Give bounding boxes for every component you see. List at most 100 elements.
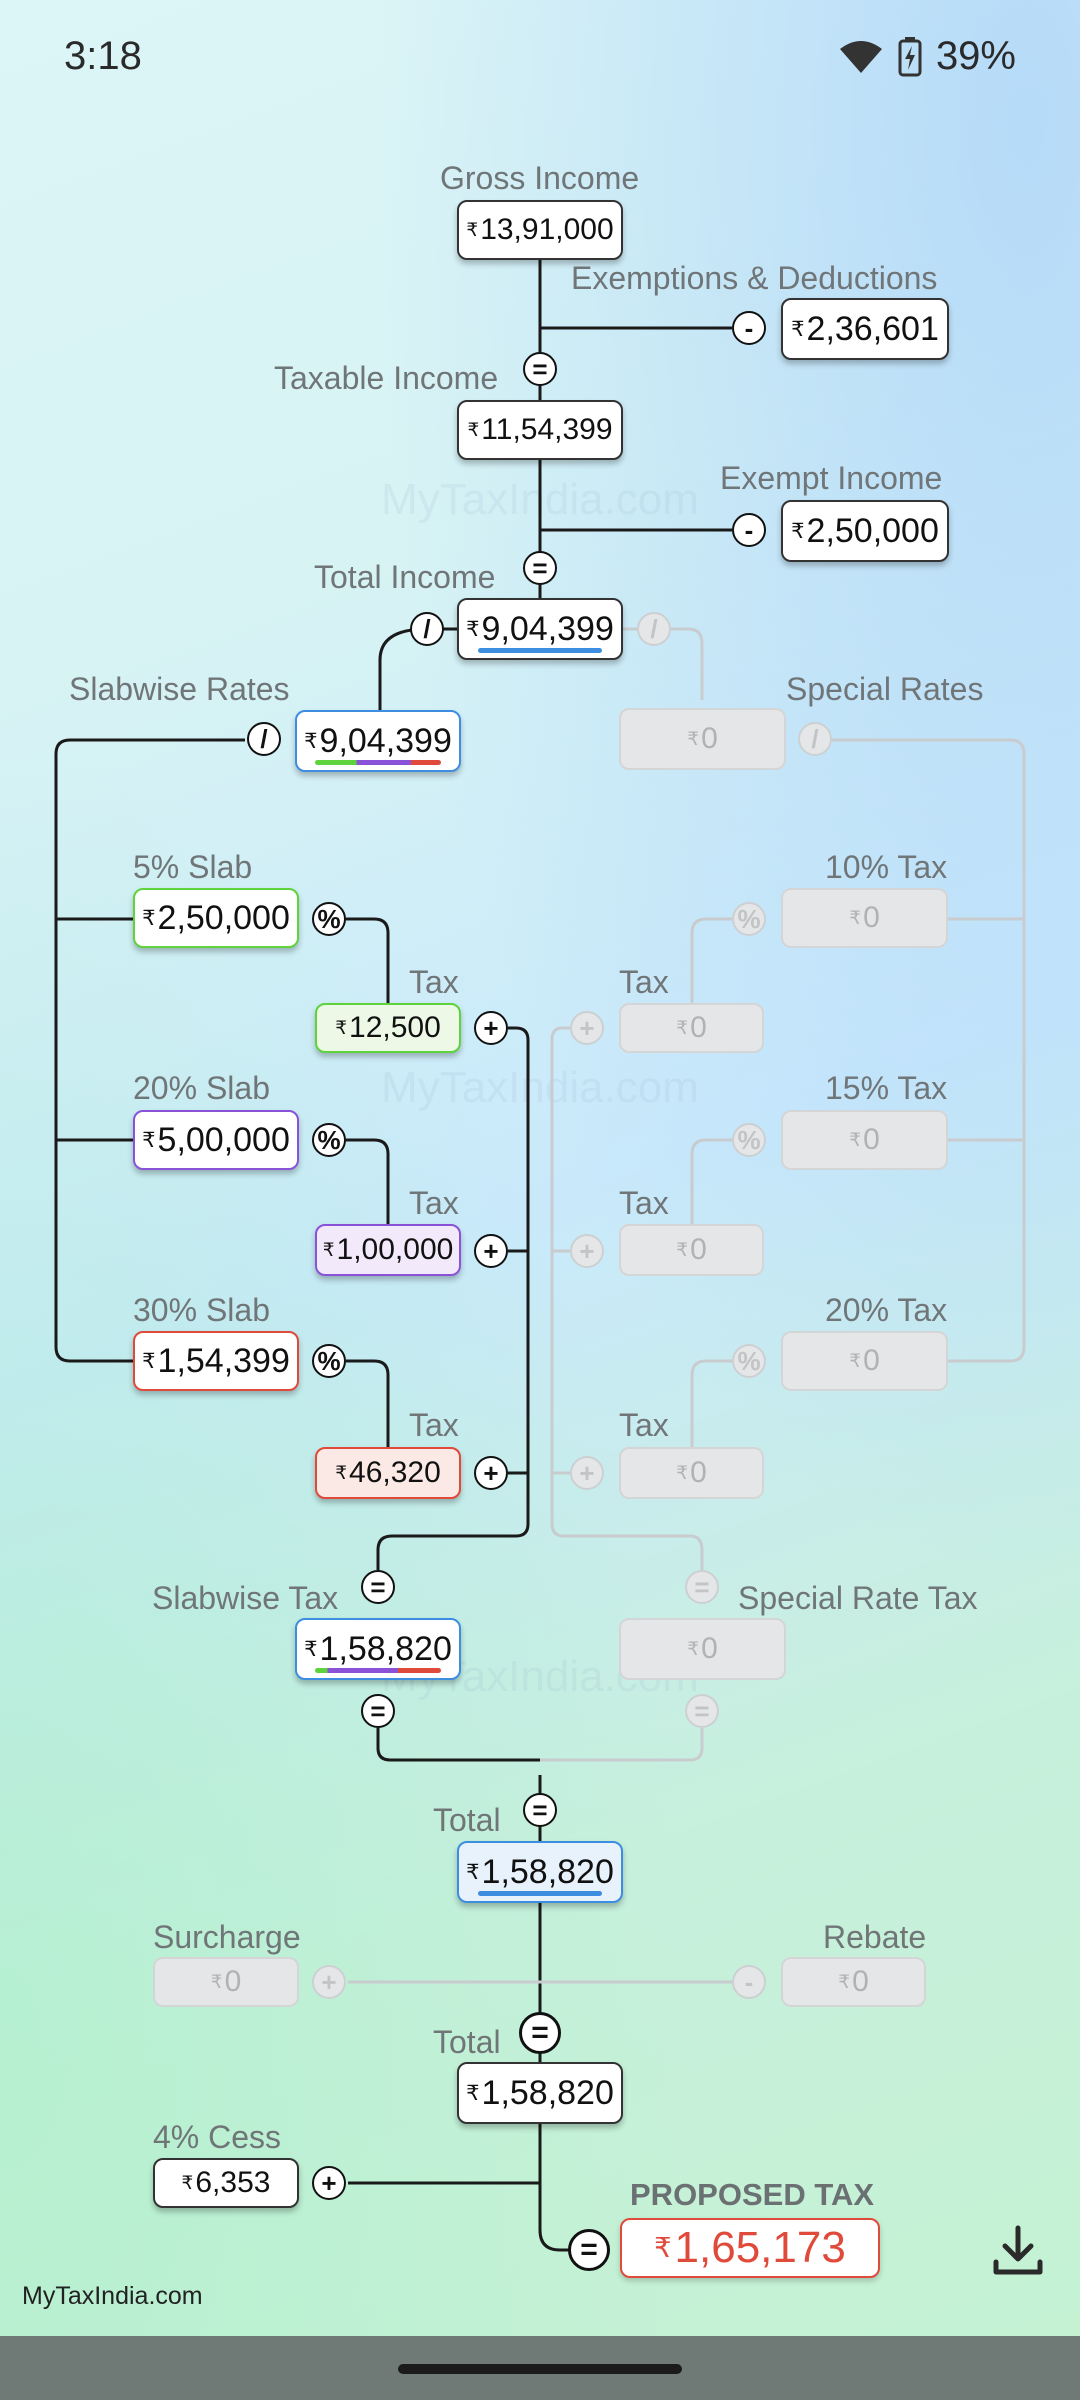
rupee-symbol: ₹: [687, 1638, 700, 1659]
special-rates-value: 0: [701, 722, 718, 755]
slab-20-box[interactable]: ₹5,00,000: [133, 1110, 299, 1170]
exemptions-value: 2,36,601: [806, 309, 939, 348]
rebate-box[interactable]: ₹0: [781, 1957, 926, 2007]
minus-operator[interactable]: -: [732, 311, 766, 345]
slab-20-value: 5,00,000: [157, 1120, 290, 1159]
slab-20-tax-label: Tax: [409, 1185, 459, 1221]
rupee-symbol: ₹: [181, 2172, 194, 2193]
exempt-income-box[interactable]: ₹2,50,000: [781, 500, 949, 562]
slab-5-tax-label: Tax: [409, 964, 459, 1000]
divide-operator[interactable]: /: [410, 612, 444, 646]
divide-operator[interactable]: /: [637, 612, 671, 646]
slabwise-rates-underline: [315, 760, 441, 765]
rupee-symbol: ₹: [676, 1462, 689, 1483]
special-15-value: 0: [863, 1123, 880, 1156]
proposed-tax-value: 1,65,173: [674, 2223, 846, 2272]
special-20-tax-value: 0: [690, 1456, 707, 1489]
battery-icon: [898, 36, 922, 76]
slab-30-tax-box[interactable]: ₹46,320: [315, 1447, 461, 1499]
rupee-symbol: ₹: [466, 219, 479, 240]
plus-operator[interactable]: +: [570, 1234, 604, 1268]
cess-box[interactable]: ₹6,353: [153, 2158, 299, 2208]
home-gesture-handle[interactable]: [398, 2364, 682, 2374]
percent-operator[interactable]: %: [732, 1344, 766, 1378]
equals-operator[interactable]: =: [685, 1694, 719, 1728]
special-15-tax-box[interactable]: ₹0: [619, 1224, 764, 1276]
rebate-label: Rebate: [823, 1919, 927, 1955]
rupee-symbol: ₹: [849, 907, 862, 928]
minus-operator[interactable]: -: [732, 513, 766, 547]
slab-30-box[interactable]: ₹1,54,399: [133, 1331, 299, 1391]
download-icon[interactable]: [990, 2222, 1046, 2278]
equals-operator[interactable]: =: [361, 1694, 395, 1728]
exemptions-box[interactable]: ₹2,36,601: [781, 298, 949, 360]
equals-operator[interactable]: =: [523, 551, 557, 585]
surcharge-box[interactable]: ₹0: [153, 1957, 299, 2007]
slabwise-tax-value: 1,58,820: [319, 1629, 452, 1668]
equals-operator[interactable]: =: [361, 1570, 395, 1604]
exempt-income-value: 2,50,000: [806, 511, 939, 550]
taxable-income-box[interactable]: ₹11,54,399: [457, 400, 623, 460]
total-final-box[interactable]: ₹1,58,820: [457, 2062, 623, 2124]
plus-operator[interactable]: +: [312, 2166, 346, 2200]
exemptions-label: Exemptions & Deductions: [571, 260, 938, 296]
special-rates-box[interactable]: ₹0: [619, 708, 786, 770]
special-10-tax-box[interactable]: ₹0: [619, 1003, 764, 1053]
rupee-symbol: ₹: [142, 907, 156, 930]
slab-5-label: 5% Slab: [133, 849, 253, 885]
equals-operator[interactable]: =: [519, 2012, 561, 2054]
equals-operator[interactable]: =: [685, 1570, 719, 1604]
slab-5-tax-box[interactable]: ₹12,500: [315, 1003, 461, 1053]
proposed-tax-box[interactable]: ₹1,65,173: [620, 2218, 880, 2278]
gross-income-value: 13,91,000: [480, 213, 614, 246]
special-20-box[interactable]: ₹0: [781, 1331, 948, 1391]
slab-30-tax-value: 46,320: [349, 1456, 441, 1489]
minus-operator[interactable]: -: [732, 1965, 766, 1999]
special-10-box[interactable]: ₹0: [781, 888, 948, 948]
rupee-symbol: ₹: [210, 1971, 223, 1992]
plus-operator[interactable]: +: [474, 1456, 508, 1490]
cess-value: 6,353: [195, 2166, 271, 2199]
rupee-symbol: ₹: [849, 1350, 862, 1371]
slabwise-rates-label: Slabwise Rates: [69, 671, 290, 707]
slab-20-tax-value: 1,00,000: [336, 1233, 454, 1266]
percent-operator[interactable]: %: [312, 1344, 346, 1378]
plus-operator[interactable]: +: [474, 1011, 508, 1045]
slab-20-tax-box[interactable]: ₹1,00,000: [315, 1224, 461, 1276]
special-15-box[interactable]: ₹0: [781, 1110, 948, 1170]
equals-operator[interactable]: =: [523, 1793, 557, 1827]
total-label: Total: [433, 1802, 501, 1838]
special-20-tax-box[interactable]: ₹0: [619, 1447, 764, 1499]
rupee-symbol: ₹: [466, 618, 480, 641]
percent-operator[interactable]: %: [732, 1123, 766, 1157]
equals-operator[interactable]: =: [523, 352, 557, 386]
special-rate-tax-label: Special Rate Tax: [738, 1580, 978, 1616]
plus-operator[interactable]: +: [570, 1011, 604, 1045]
special-10-tax-value: 0: [690, 1011, 707, 1044]
special-rate-tax-value: 0: [701, 1632, 718, 1665]
navigation-bar: [0, 2336, 1080, 2400]
rebate-value: 0: [852, 1965, 869, 1998]
rupee-symbol: ₹: [676, 1239, 689, 1260]
percent-operator[interactable]: %: [312, 1123, 346, 1157]
rupee-symbol: ₹: [142, 1129, 156, 1152]
percent-operator[interactable]: %: [732, 902, 766, 936]
gross-income-box[interactable]: ₹13,91,000: [457, 200, 623, 260]
plus-operator[interactable]: +: [312, 1965, 346, 1999]
equals-operator[interactable]: =: [568, 2229, 610, 2271]
special-20-value: 0: [863, 1344, 880, 1377]
percent-operator[interactable]: %: [312, 902, 346, 936]
plus-operator[interactable]: +: [570, 1456, 604, 1490]
divide-operator[interactable]: /: [798, 722, 832, 756]
total-income-box[interactable]: ₹9,04,399: [457, 598, 623, 660]
plus-operator[interactable]: +: [474, 1234, 508, 1268]
rupee-symbol: ₹: [654, 2232, 672, 2263]
cess-label: 4% Cess: [153, 2119, 282, 2155]
battery-percent: 39%: [935, 34, 1016, 78]
divide-operator[interactable]: /: [247, 722, 281, 756]
total-income-label: Total Income: [314, 559, 496, 595]
rupee-symbol: ₹: [849, 1129, 862, 1150]
slab-5-box[interactable]: ₹2,50,000: [133, 888, 299, 948]
rupee-symbol: ₹: [467, 419, 480, 440]
special-rate-tax-box[interactable]: ₹0: [619, 1618, 786, 1680]
